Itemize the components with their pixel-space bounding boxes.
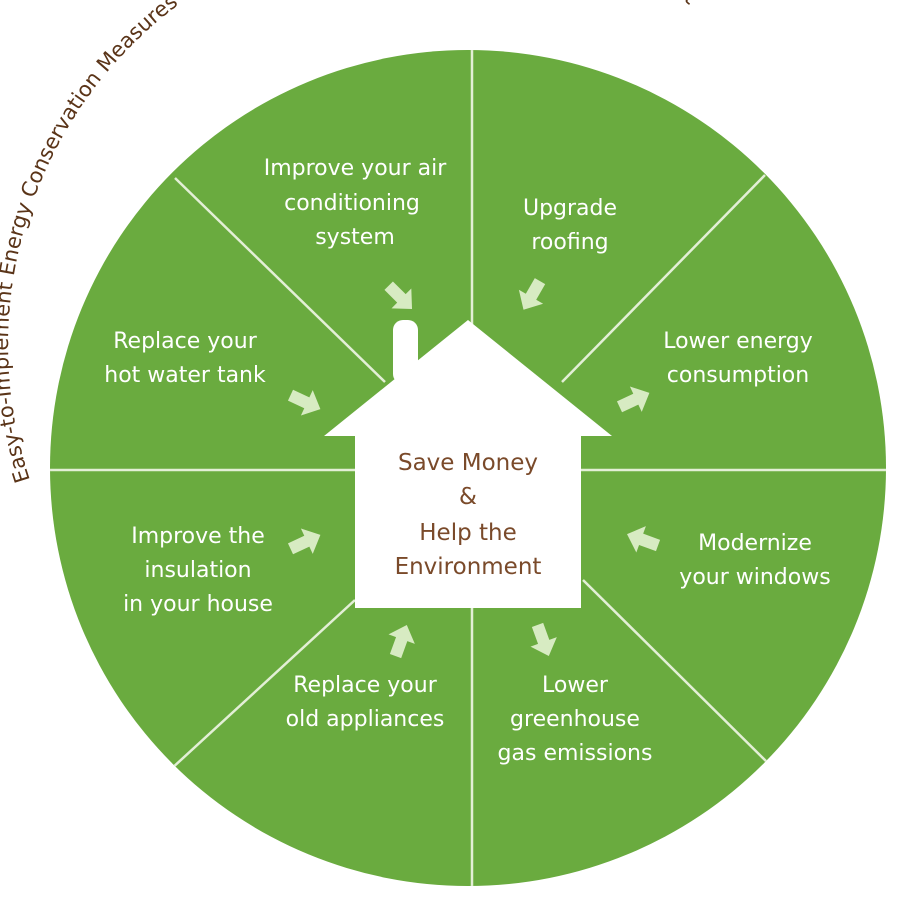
segment-label-line: in your house xyxy=(123,592,273,617)
segment-hot-water: Replace your hot water tank xyxy=(104,329,321,416)
segment-label-line: greenhouse xyxy=(510,707,640,732)
arrow-right-icon xyxy=(287,528,321,555)
divider-diagonal-nw xyxy=(174,177,386,383)
arrow-down-icon xyxy=(518,278,546,310)
segment-label-line: insulation xyxy=(144,558,251,583)
house-shape xyxy=(324,320,612,608)
segment-label-line: Improve your air xyxy=(264,156,448,181)
segment-label-line: hot water tank xyxy=(104,363,266,388)
segment-windows: Modernize your windows xyxy=(627,526,831,590)
center-line-4: Environment xyxy=(395,554,542,580)
segment-label-line: Lower energy xyxy=(663,329,813,354)
segment-label-line: consumption xyxy=(667,363,809,388)
segment-label-line: Replace your xyxy=(293,673,437,698)
arrow-down-icon xyxy=(384,281,413,310)
center-label: Save Money & Help the Environment xyxy=(395,450,542,580)
divider-diagonal-ne xyxy=(561,174,766,383)
arrow-down-icon xyxy=(530,622,557,656)
segment-energy-consumption: Lower energy consumption xyxy=(616,329,813,413)
arrow-left-icon xyxy=(627,526,661,553)
segment-label-line: roofing xyxy=(531,230,608,255)
house xyxy=(324,320,612,608)
segment-air-conditioning: Improve your air conditioning system xyxy=(264,156,448,310)
segment-label-line: system xyxy=(315,225,395,250)
segment-label-line: Upgrade xyxy=(523,196,617,221)
center-line-2: & xyxy=(459,484,477,510)
segment-roofing: Upgrade roofing xyxy=(518,196,617,310)
segment-label-line: Improve the xyxy=(131,524,265,549)
segment-label-line: your windows xyxy=(679,565,830,590)
segment-insulation: Improve the insulation in your house xyxy=(123,524,321,617)
segment-label-line: Modernize xyxy=(698,531,812,556)
arrow-right-icon xyxy=(616,386,650,413)
segment-label-line: Replace your xyxy=(113,329,257,354)
segment-label-line: Lower xyxy=(542,673,609,698)
arrow-right-icon xyxy=(287,389,321,416)
arrow-up-icon xyxy=(388,625,415,659)
divider-diagonal-se xyxy=(582,579,771,766)
segment-appliances: Replace your old appliances xyxy=(286,625,445,732)
segment-greenhouse: Lower greenhouse gas emissions xyxy=(498,622,653,766)
segment-label-line: gas emissions xyxy=(498,741,653,766)
segment-label-line: conditioning xyxy=(284,191,420,216)
segment-label-line: old appliances xyxy=(286,707,445,732)
center-line-1: Save Money xyxy=(398,450,538,476)
divider-diagonal-sw xyxy=(169,599,356,771)
center-line-3: Help the xyxy=(419,520,517,546)
